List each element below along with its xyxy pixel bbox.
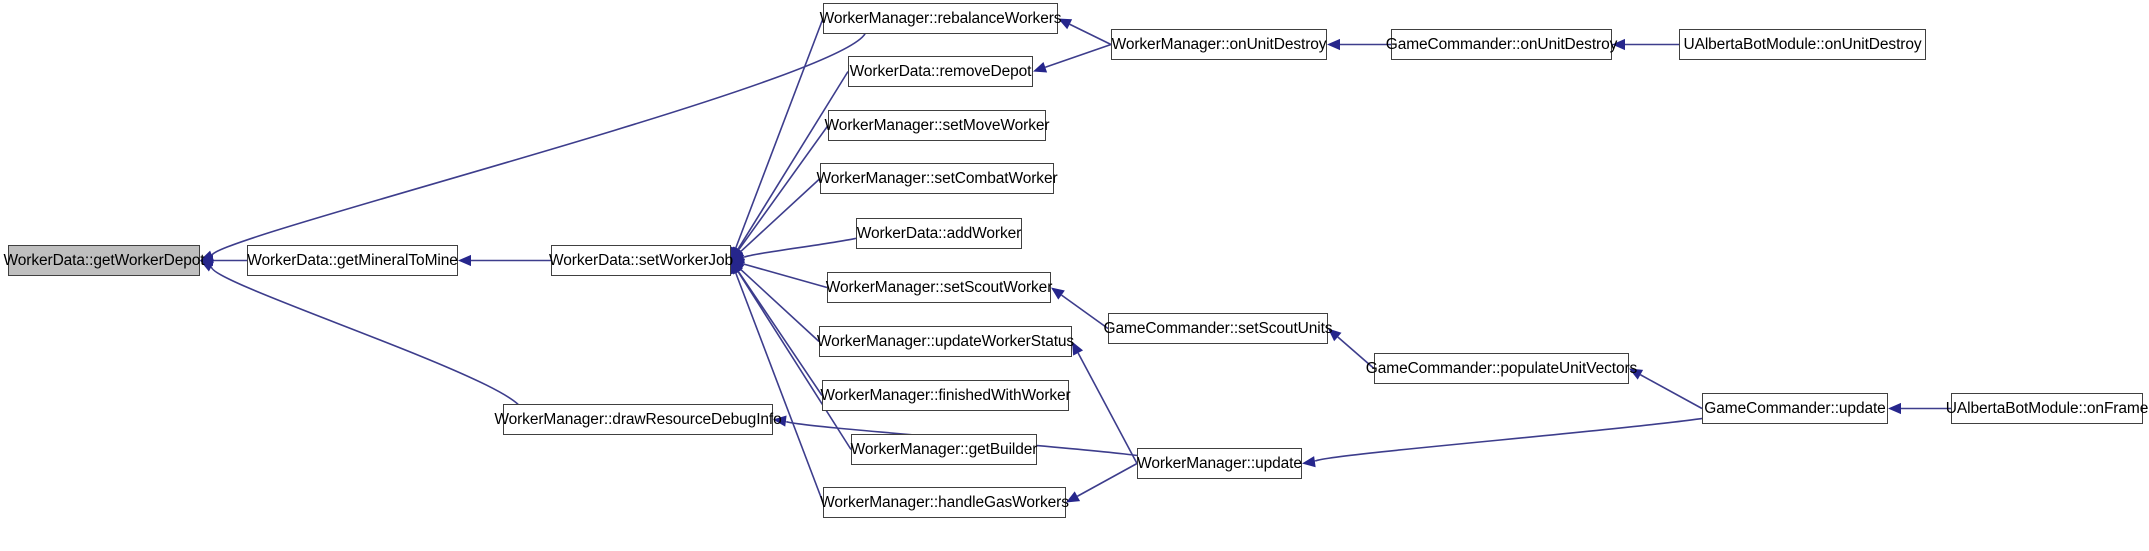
graph-node-label: WorkerData::getMineralToMine [247,251,458,269]
graph-node-addWorker[interactable]: WorkerData::addWorker [856,218,1022,249]
graph-edge-arrowhead [773,415,787,427]
graph-edge-removeDepot-to-setWorkerJob [737,71,849,250]
graph-node-getMineralToMine[interactable]: WorkerData::getMineralToMine [247,245,458,276]
graph-node-label: WorkerManager::handleGasWorkers [820,493,1069,511]
graph-node-onFrame_UA[interactable]: UAlbertaBotModule::onFrame [1946,393,2148,424]
graph-node-rebalanceWorkers[interactable]: WorkerManager::rebalanceWorkers [820,3,1062,34]
graph-edge-arrowhead [1051,287,1065,300]
graph-node-handleGasWorkers[interactable]: WorkerManager::handleGasWorkers [820,487,1069,518]
graph-node-label: WorkerManager::finishedWithWorker [820,386,1071,404]
graph-edge-getBuilder-to-setWorkerJob [737,271,852,450]
graph-edge-rebalanceWorkers-to-setWorkerJob [734,18,824,249]
graph-edge-addWorker-to-setWorkerJob [742,232,867,259]
graph-edge-arrowhead [1327,38,1340,51]
graph-edge-onUnitDestroy_WM-to-removeDepot [1045,43,1112,69]
graph-edge-arrowhead [1033,61,1048,73]
graph-edge-update_WM-to-handleGasWorkers [1077,462,1138,497]
graph-node-label: WorkerManager::setMoveWorker [824,116,1050,134]
graph-node-label: WorkerData::setWorkerJob [549,251,733,269]
graph-edge-update_WM-to-updateWorkerStatus [1077,352,1138,464]
graph-node-populateUnitVectors[interactable]: GameCommander::populateUnitVectors [1366,353,1637,384]
graph-node-label: WorkerData::addWorker [856,224,1022,242]
graph-node-label: GameCommander::update [1704,399,1886,417]
graph-node-label: WorkerManager::setCombatWorker [816,169,1058,187]
graph-node-label: WorkerManager::setScoutWorker [825,278,1053,296]
graph-node-label: UAlbertaBotModule::onFrame [1945,399,2149,417]
graph-edge-arrowhead [1302,456,1316,468]
graph-edge-setCombatWorker-to-setWorkerJob [740,177,821,253]
graph-node-drawResourceDebugInfo[interactable]: WorkerManager::drawResourceDebugInfo [494,404,782,435]
graph-edge-arrowhead [458,254,471,267]
graph-edge-setScoutWorker-to-setWorkerJob [743,263,828,289]
graph-node-update_WM[interactable]: WorkerManager::update [1137,448,1302,479]
graph-edge-updateWorkerStatus-to-setWorkerJob [740,268,820,343]
graph-node-update_GC[interactable]: GameCommander::update [1702,393,1888,424]
graph-edge-handleGasWorkers-to-setWorkerJob [734,272,824,503]
graph-edge-arrowhead [1888,402,1901,415]
graph-edge-arrowhead [200,260,215,272]
graph-node-label: GameCommander::setScoutUnits [1103,319,1333,337]
graph-node-onUnitDestroy_UA[interactable]: UAlbertaBotModule::onUnitDestroy [1679,29,1926,60]
graph-node-removeDepot[interactable]: WorkerData::removeDepot [848,56,1033,87]
graph-node-setScoutUnits[interactable]: GameCommander::setScoutUnits [1104,313,1333,344]
graph-node-label: WorkerManager::updateWorkerStatus [816,332,1075,350]
graph-node-label: WorkerData::removeDepot [849,62,1032,80]
graph-node-setScoutWorker[interactable]: WorkerManager::setScoutWorker [826,272,1052,303]
graph-node-label: WorkerData::getWorkerDepot [3,251,205,269]
graph-edge-arrowhead [731,247,745,261]
graph-node-label: UAlbertaBotModule::onUnitDestroy [1683,35,1922,53]
graph-edge-setScoutUnits-to-setScoutWorker [1061,294,1109,330]
graph-node-updateWorkerStatus[interactable]: WorkerManager::updateWorkerStatus [817,326,1074,357]
graph-edge-finishedWithWorker-to-setWorkerJob [737,270,823,396]
graph-edge-update_GC-to-update_WM [1314,407,1734,463]
graph-node-getWorkerDepot[interactable]: WorkerData::getWorkerDepot [4,245,205,276]
graph-node-label: WorkerManager::rebalanceWorkers [819,9,1062,27]
graph-edge-arrowhead [1066,491,1081,503]
graph-node-label: GameCommander::populateUnitVectors [1365,359,1638,377]
graph-edge-onUnitDestroy_WM-to-rebalanceWorkers [1069,23,1112,46]
graph-node-setWorkerJob[interactable]: WorkerData::setWorkerJob [549,245,733,276]
graph-node-label: WorkerManager::getBuilder [850,440,1038,458]
graph-node-onUnitDestroy_GC[interactable]: GameCommander::onUnitDestroy [1386,29,1617,60]
graph-node-label: WorkerManager::drawResourceDebugInfo [494,410,782,428]
graph-edge-drawResourceDebugInfo-to-getWorkerDepot [210,265,524,421]
graph-edge-rebalanceWorkers-to-getWorkerDepot [211,17,867,257]
graph-edge-update_GC-to-populateUnitVectors [1640,374,1703,410]
graph-node-label: WorkerManager::onUnitDestroy [1111,35,1327,53]
graph-node-label: GameCommander::onUnitDestroy [1385,35,1618,53]
graph-edge-arrowhead [1328,328,1342,342]
graph-edge-arrowhead [1612,38,1625,51]
graph-edge-arrowhead [730,260,741,275]
graph-edge-arrowhead [1629,368,1644,380]
graph-node-setMoveWorker[interactable]: WorkerManager::setMoveWorker [825,110,1050,141]
graph-node-label: WorkerManager::update [1137,454,1302,472]
graph-node-onUnitDestroy_WM[interactable]: WorkerManager::onUnitDestroy [1111,29,1327,60]
graph-edge-arrowhead [1058,18,1073,30]
graph-edge-setMoveWorker-to-setWorkerJob [737,125,829,251]
graph-edge-arrowhead [1072,341,1084,356]
graph-edge-arrowhead [200,250,215,262]
graph-node-setCombatWorker[interactable]: WorkerManager::setCombatWorker [816,163,1058,194]
graph-edge-populateUnitVectors-to-setScoutUnits [1337,336,1375,370]
graph-node-finishedWithWorker[interactable]: WorkerManager::finishedWithWorker [820,380,1071,411]
graph-node-getBuilder[interactable]: WorkerManager::getBuilder [851,434,1037,465]
